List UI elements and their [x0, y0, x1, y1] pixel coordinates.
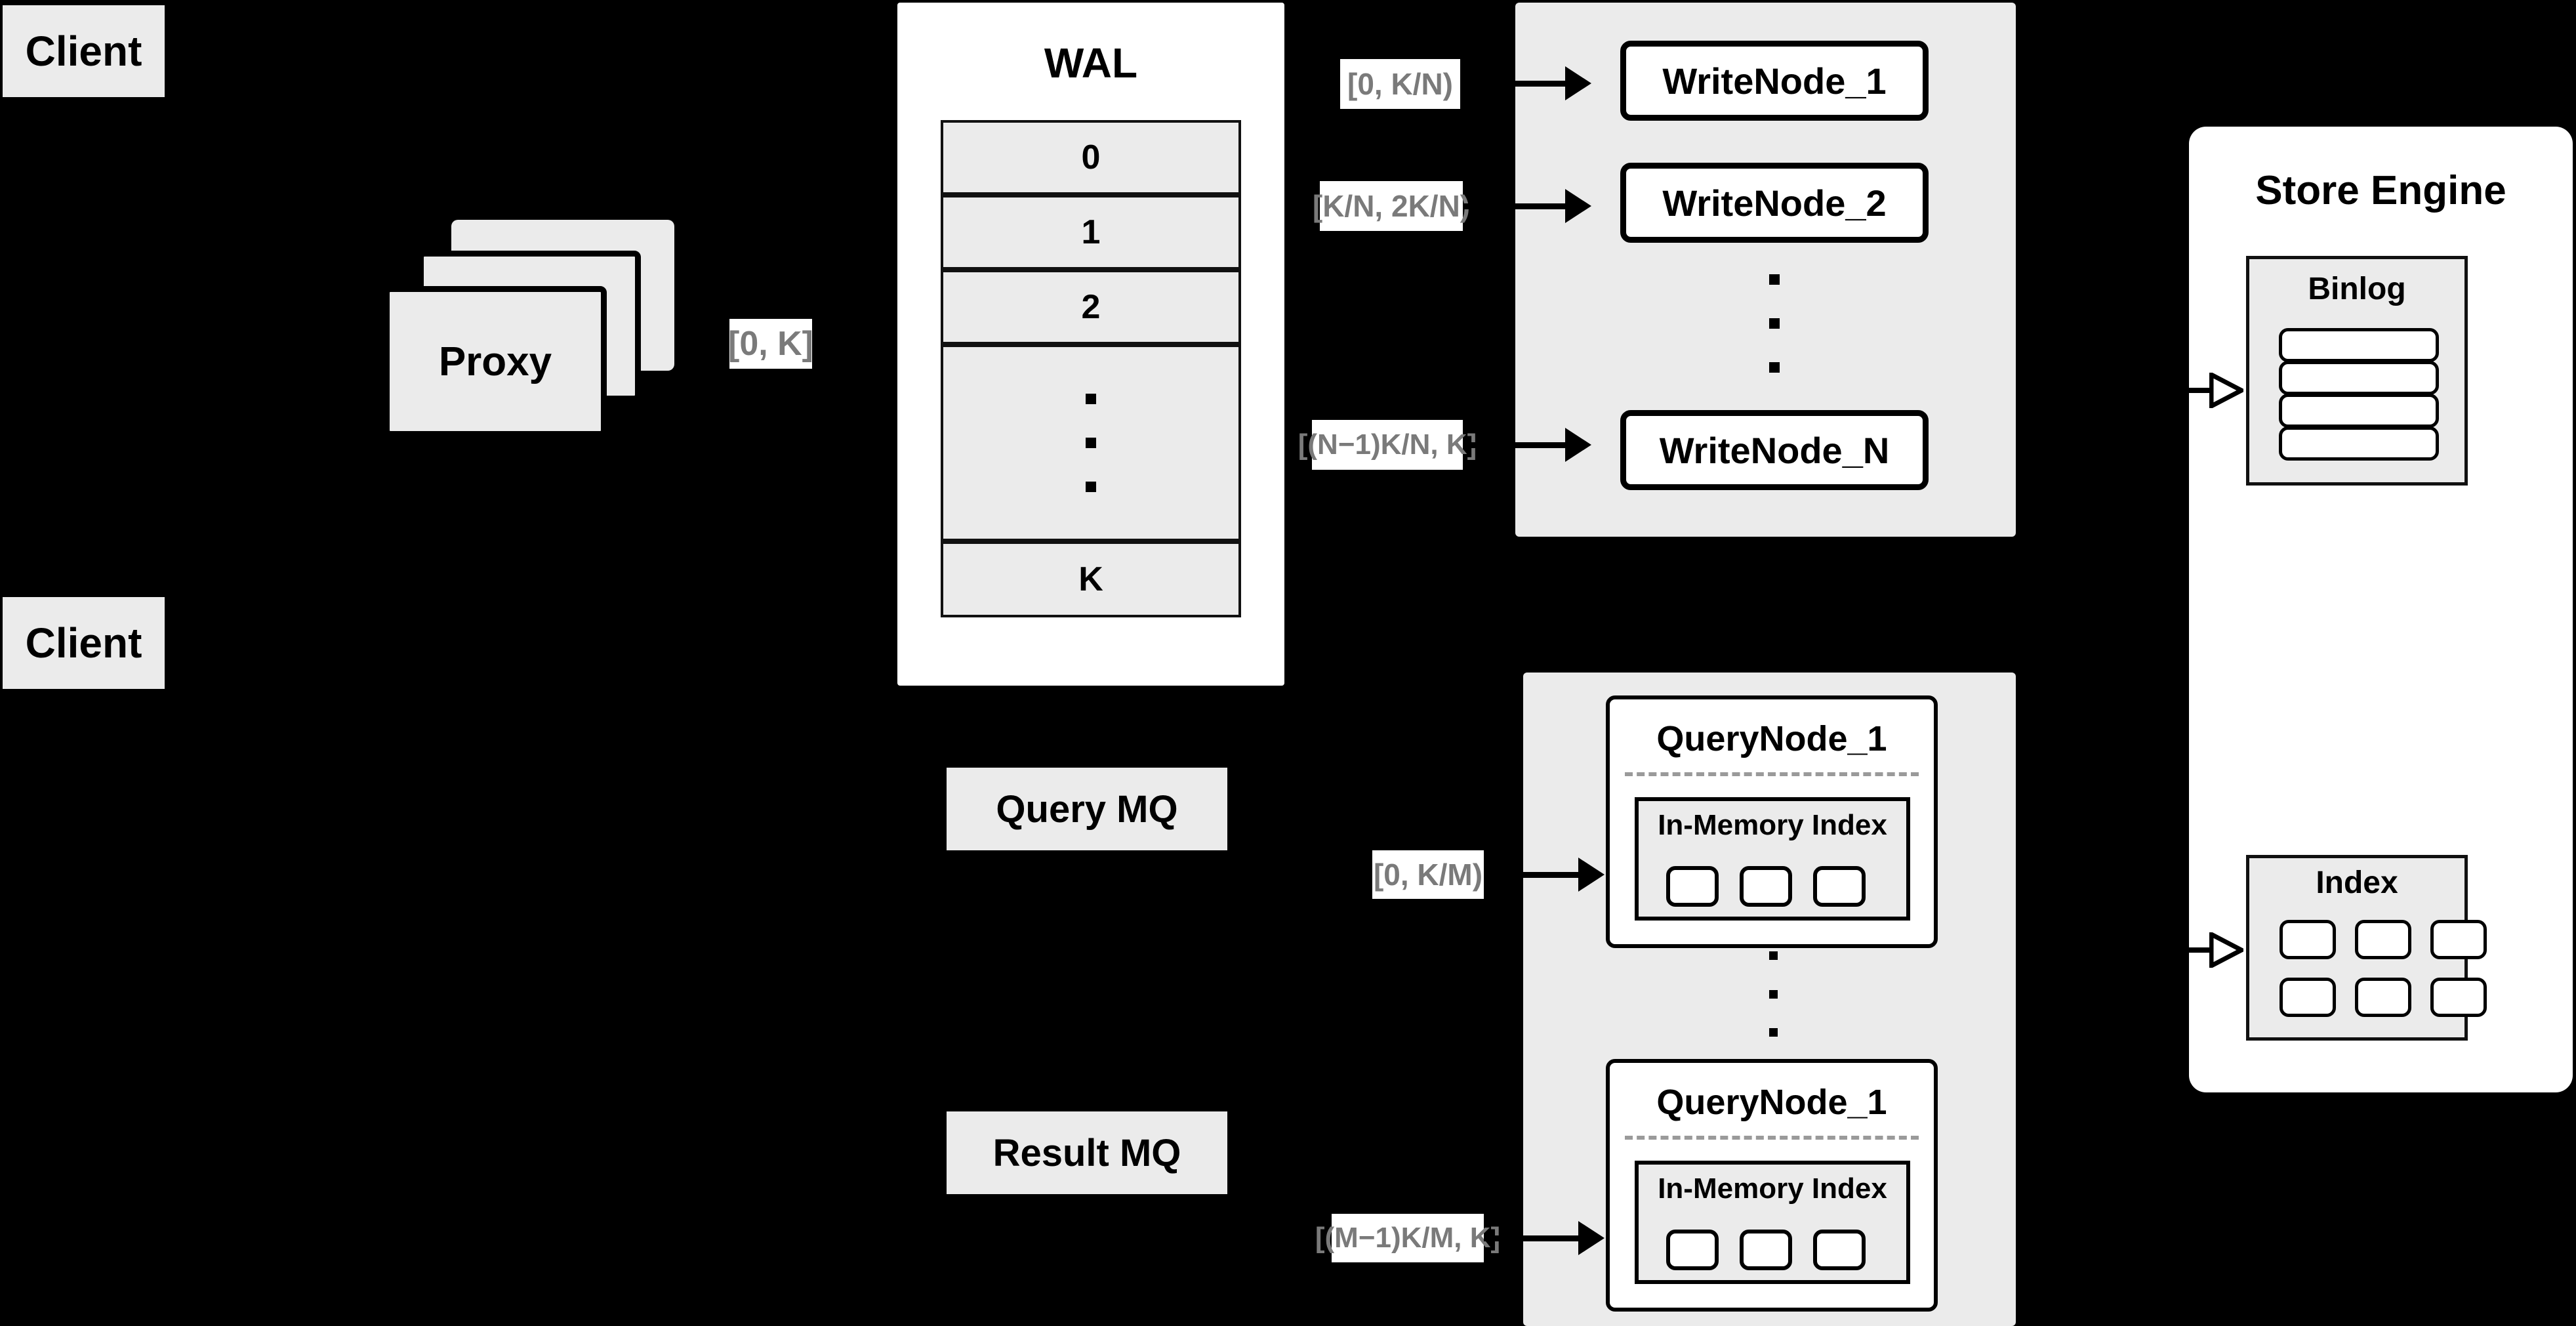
proxy-node[interactable]: Proxy	[384, 286, 607, 437]
query-node-m-range-label: [(M−1)K/M, K]	[1315, 1214, 1500, 1262]
wal-entry-2-label: 2	[1081, 288, 1101, 326]
write-node-2-range-text: [K/N, 2K/N)	[1312, 189, 1471, 223]
wal-entry-1-label: 1	[1081, 213, 1101, 251]
write-node-n-arrow-line	[1464, 442, 1568, 448]
write-node-1-arrow-head-icon	[1565, 66, 1591, 100]
wal-title: WAL	[897, 39, 1284, 87]
client-node-2[interactable]: Client	[3, 597, 165, 689]
query-node-1-range-label: [0, K/M)	[1372, 850, 1484, 899]
query-node-1-index-segment-2[interactable]	[1740, 866, 1792, 907]
proxy-range-label-text: [0, K]	[728, 325, 813, 363]
query-node-m-index-segment-2[interactable]	[1740, 1230, 1792, 1270]
query-node-1-separator	[1625, 772, 1919, 776]
query-node-m-index-segment-3[interactable]	[1813, 1230, 1866, 1270]
query-node-m-index-title: In-Memory Index	[1635, 1172, 1910, 1205]
write-node-2-arrow-head-icon	[1565, 189, 1591, 223]
result-mq-label: Result MQ	[992, 1131, 1181, 1174]
query-node-1-index-segment-1[interactable]	[1666, 866, 1719, 907]
query-node-m-arrow-head-icon	[1578, 1221, 1605, 1255]
store-index-cell-3[interactable]	[2430, 920, 2487, 959]
store-index-cell-1[interactable]	[2280, 920, 2336, 959]
query-node-m-range-text: [(M−1)K/M, K]	[1315, 1222, 1501, 1254]
query-node-1-index-title: In-Memory Index	[1635, 809, 1910, 842]
index-arrow-line	[2184, 947, 2212, 953]
wal-title-text: WAL	[1044, 39, 1138, 87]
query-node-1-arrow-head-icon	[1578, 858, 1605, 892]
write-node-2-label: WriteNode_2	[1662, 182, 1887, 224]
write-node-1[interactable]: WriteNode_1	[1620, 41, 1929, 121]
wal-entry-k[interactable]: K	[941, 541, 1241, 617]
write-node-n-range-text: [(N−1)K/N, K]	[1298, 428, 1477, 461]
query-cluster-ellipsis-icon	[1765, 951, 1782, 1037]
query-node-1-range-text: [0, K/M)	[1373, 858, 1483, 892]
write-node-n[interactable]: WriteNode_N	[1620, 410, 1929, 490]
wal-entry-0[interactable]: 0	[941, 120, 1241, 195]
query-mq-node[interactable]: Query MQ	[947, 768, 1227, 850]
write-cluster-ellipsis-icon	[1765, 274, 1784, 373]
write-node-n-range-label: [(N−1)K/N, K]	[1298, 420, 1477, 470]
wal-entry-2[interactable]: 2	[941, 270, 1241, 344]
proxy-range-label: [0, K]	[728, 319, 813, 369]
query-node-m-index-label: In-Memory Index	[1658, 1172, 1887, 1205]
binlog-arrow-head-icon	[2209, 373, 2243, 408]
query-node-m-label: QueryNode_1	[1656, 1083, 1887, 1122]
store-engine-title-text: Store Engine	[2255, 168, 2506, 213]
binlog-row-3[interactable]	[2279, 394, 2439, 428]
query-node-m-separator	[1625, 1136, 1919, 1140]
wal-entry-k-label: K	[1078, 560, 1103, 598]
store-index-cell-2[interactable]	[2355, 920, 2411, 959]
result-mq-node[interactable]: Result MQ	[947, 1111, 1227, 1194]
write-node-1-label: WriteNode_1	[1662, 60, 1887, 102]
write-node-2-arrow-line	[1464, 203, 1568, 209]
wal-entry-ellipsis	[941, 344, 1241, 541]
store-engine-title: Store Engine	[2189, 167, 2573, 214]
binlog-title: Binlog	[2246, 271, 2468, 307]
query-node-m-title: QueryNode_1	[1606, 1082, 1938, 1123]
write-node-1-arrow-line	[1463, 81, 1568, 87]
client-node-2-label: Client	[25, 619, 142, 667]
store-index-title: Index	[2246, 865, 2468, 901]
query-node-m-arrow-line	[1484, 1235, 1581, 1241]
binlog-title-text: Binlog	[2308, 272, 2406, 306]
binlog-row-1[interactable]	[2279, 328, 2439, 362]
write-node-2[interactable]: WriteNode_2	[1620, 163, 1929, 243]
store-index-cell-4[interactable]	[2280, 978, 2336, 1017]
query-node-1-label: QueryNode_1	[1656, 719, 1887, 758]
query-node-1-index-segment-3[interactable]	[1813, 866, 1866, 907]
write-node-1-range-text: [0, K/N)	[1347, 67, 1453, 101]
write-node-2-range-label: [K/N, 2K/N)	[1313, 181, 1470, 231]
client-node-1-label: Client	[25, 28, 142, 75]
client-node-1[interactable]: Client	[3, 5, 165, 97]
binlog-row-2[interactable]	[2279, 361, 2439, 395]
store-index-cell-6[interactable]	[2430, 978, 2487, 1017]
query-node-1-arrow-line	[1484, 872, 1581, 878]
query-node-1-title: QueryNode_1	[1606, 718, 1938, 759]
store-index-cell-5[interactable]	[2355, 978, 2411, 1017]
wal-ellipsis-icon	[1086, 394, 1096, 492]
query-node-m-index-segment-1[interactable]	[1666, 1230, 1719, 1270]
write-node-n-label: WriteNode_N	[1659, 429, 1890, 471]
index-arrow-head-icon	[2209, 932, 2243, 968]
query-node-1-index-label: In-Memory Index	[1658, 809, 1887, 841]
query-mq-label: Query MQ	[996, 787, 1178, 831]
wal-entry-1[interactable]: 1	[941, 195, 1241, 270]
binlog-arrow-line	[2184, 388, 2212, 393]
store-index-title-text: Index	[2316, 865, 2398, 900]
write-node-n-arrow-head-icon	[1565, 428, 1591, 462]
proxy-node-label: Proxy	[438, 339, 552, 384]
write-node-1-range-label: [0, K/N)	[1340, 59, 1460, 109]
wal-entry-0-label: 0	[1081, 138, 1101, 176]
binlog-row-4[interactable]	[2279, 426, 2439, 461]
